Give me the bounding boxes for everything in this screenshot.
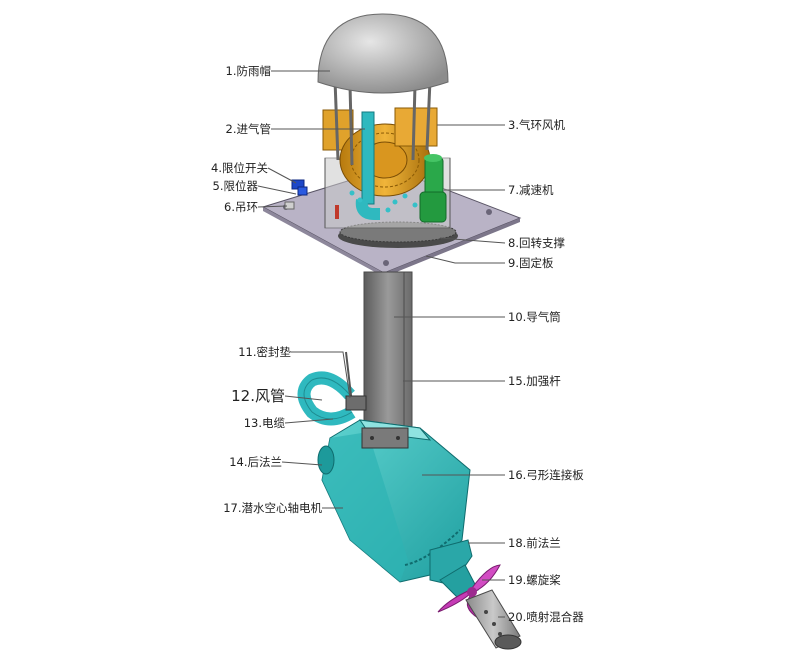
label-cable: 13.电缆 bbox=[243, 416, 285, 430]
leader-11 bbox=[291, 351, 351, 399]
label-jet-mixer: 20.喷射混合器 bbox=[508, 610, 584, 624]
label-arch-connecting-plate: 16.弓形连接板 bbox=[508, 468, 584, 482]
label-seal-gasket: 11.密封垫 bbox=[238, 345, 291, 359]
limit-switch bbox=[291, 179, 308, 196]
jet-mixer bbox=[465, 589, 522, 650]
label-propeller: 19.螺旋桨 bbox=[508, 573, 561, 587]
label-ring-blower: 3.气环风机 bbox=[508, 118, 565, 132]
label-limiter: 5.限位器 bbox=[212, 179, 258, 193]
label-front-flange: 18.前法兰 bbox=[508, 536, 561, 550]
label-rear-flange: 14.后法兰 bbox=[229, 455, 282, 469]
label-gear-reducer: 7.减速机 bbox=[508, 183, 554, 197]
seal-gasket bbox=[345, 395, 367, 411]
intake-pipe bbox=[355, 111, 380, 220]
label-intake-pipe: 2.进气管 bbox=[225, 122, 271, 136]
label-fixed-plate: 9.固定板 bbox=[508, 256, 554, 270]
leader-4 bbox=[267, 167, 297, 184]
rain-cap bbox=[317, 13, 449, 166]
leader-14 bbox=[281, 461, 323, 466]
label-reinforcing-rod: 15.加强杆 bbox=[508, 374, 561, 388]
label-submersible-motor: 17.潜水空心轴电机 bbox=[223, 501, 322, 515]
label-guide-pole: 10.导气筒 bbox=[508, 310, 561, 324]
guide-pole bbox=[363, 271, 413, 433]
label-rain-cap: 1.防雨帽 bbox=[225, 64, 271, 78]
submersible-motor bbox=[317, 419, 471, 583]
frame-bolts bbox=[335, 190, 418, 219]
leader-13 bbox=[284, 418, 334, 424]
label-lifting-ring: 6.吊环 bbox=[224, 200, 258, 214]
gear-reducer bbox=[419, 154, 447, 223]
leader-9 bbox=[425, 255, 505, 264]
label-limit-switch: 4.限位开关 bbox=[211, 161, 268, 175]
label-slewing-bearing: 8.回转支撑 bbox=[508, 236, 565, 250]
lifting-ring bbox=[284, 201, 295, 210]
leader-6 bbox=[257, 205, 288, 208]
leader-12 bbox=[284, 395, 323, 401]
leader-lines bbox=[257, 70, 506, 618]
label-air-duct: 12.风管 bbox=[231, 387, 285, 405]
leader-5 bbox=[257, 185, 297, 195]
leader-8 bbox=[439, 237, 506, 244]
